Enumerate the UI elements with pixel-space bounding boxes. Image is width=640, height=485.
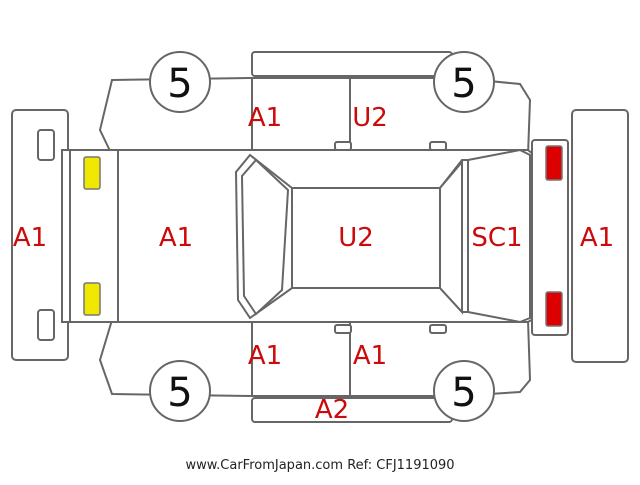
code-front-bumper: A1 (13, 223, 47, 253)
rear-bumper (571, 109, 629, 363)
tire-rear-right-label: 5 (451, 370, 476, 416)
front-left-lamp (83, 156, 101, 190)
code-front-door-top: A1 (248, 103, 282, 133)
code-rear-door-bottom: A1 (353, 341, 387, 371)
tire-rear-left: 5 (149, 360, 211, 422)
code-front-door-bottom: A1 (248, 341, 282, 371)
code-rear-hatch: SC1 (471, 223, 522, 253)
tire-front-right-label: 5 (451, 61, 476, 107)
front-right-lamp (83, 282, 101, 316)
tire-front-left-label: 5 (167, 61, 192, 107)
code-roof: U2 (338, 223, 374, 253)
code-rear-door-top: U2 (352, 103, 388, 133)
tire-rear-right: 5 (433, 360, 495, 422)
upper-side-body (98, 51, 532, 156)
footer-site: www.CarFromJapan.com (185, 458, 344, 473)
tire-rear-left-label: 5 (167, 370, 192, 416)
rear-left-lamp (545, 145, 563, 181)
footer-ref: Ref: CFJ1191090 (347, 458, 455, 473)
code-hood: A1 (159, 223, 193, 253)
code-rear-bumper: A1 (580, 223, 614, 253)
rear-hatch (467, 139, 569, 336)
roof-area (234, 153, 469, 320)
footer-watermark: www.CarFromJapan.com Ref: CFJ1191090 (0, 458, 640, 473)
tire-front-left: 5 (149, 51, 211, 113)
rear-right-lamp (545, 291, 563, 327)
tire-front-right: 5 (433, 51, 495, 113)
code-rocker-bottom: A2 (315, 395, 349, 425)
